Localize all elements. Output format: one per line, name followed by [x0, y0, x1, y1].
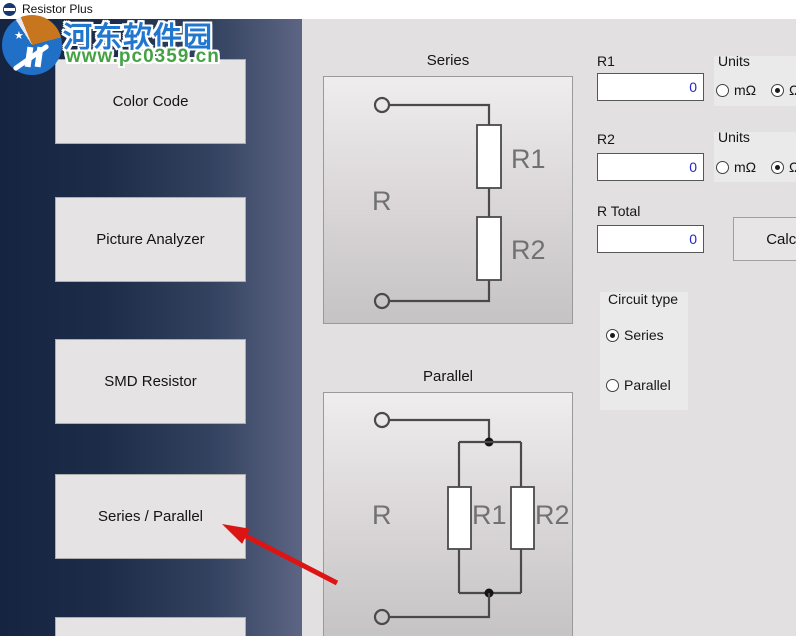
radio-label: Ω — [789, 82, 796, 98]
parallel-diagram: R R1 R2 — [323, 392, 573, 636]
resistor-r1-symbol — [476, 124, 502, 189]
sidebar-item-label: Color Code — [112, 93, 189, 110]
sidebar-item-5[interactable] — [55, 617, 246, 636]
r-total-label: R Total — [597, 203, 641, 219]
circuit-type-parallel-radio[interactable]: Parallel — [606, 377, 671, 393]
circuit-type-label: Circuit type — [608, 291, 679, 307]
sidebar-item-label: SMD Resistor — [104, 373, 197, 390]
r2-units-mohm-radio[interactable]: mΩ — [716, 159, 756, 175]
r-total-input[interactable] — [597, 225, 704, 253]
radio-circle[interactable] — [771, 83, 784, 97]
radio-label: mΩ — [734, 159, 757, 175]
radio-circle[interactable] — [771, 160, 784, 174]
radio-circle[interactable] — [716, 160, 729, 174]
terminal-icon — [373, 608, 391, 626]
radio-label: mΩ — [734, 82, 757, 98]
parallel-r2-label: R2 — [535, 500, 570, 530]
radio-label: Parallel — [624, 377, 671, 393]
series-diagram-title: Series — [426, 52, 470, 69]
series-diagram: R R1 R2 — [323, 76, 573, 324]
radio-label: Series — [624, 327, 664, 343]
r2-units-label: Units — [718, 129, 750, 145]
terminal-icon — [373, 96, 391, 114]
resistor-r2-symbol — [476, 216, 502, 281]
circuit-type-series-radio[interactable]: Series — [606, 327, 664, 343]
sidebar-item-label: Series / Parallel — [97, 508, 204, 525]
r2-label: R2 — [597, 131, 615, 147]
r2-units-ohm-radio[interactable]: Ω — [771, 159, 796, 175]
app-icon — [3, 3, 16, 16]
window-title: Resistor Plus — [22, 2, 93, 16]
series-r1-label: R1 — [511, 144, 546, 174]
r1-units-label: Units — [718, 53, 750, 69]
parallel-r1-label: R1 — [472, 500, 507, 530]
parallel-diagram-title: Parallel — [422, 368, 474, 385]
sidebar-item-picture-analyzer[interactable]: Picture Analyzer — [55, 197, 246, 282]
sidebar-item-series-parallel[interactable]: Series / Parallel — [55, 474, 246, 559]
title-bar: Resistor Plus — [0, 0, 796, 19]
r1-units-group — [714, 56, 796, 106]
r1-label: R1 — [597, 53, 615, 69]
r1-units-ohm-radio[interactable]: Ω — [771, 82, 796, 98]
radio-circle[interactable] — [606, 378, 619, 392]
series-circuit-drawing: R R1 R2 — [372, 96, 546, 310]
resistor-r1-symbol — [447, 486, 472, 550]
resistor-r2-symbol — [510, 486, 535, 550]
radio-circle[interactable] — [716, 83, 729, 97]
sidebar-item-label: Picture Analyzer — [96, 231, 205, 248]
r1-input[interactable] — [597, 73, 704, 101]
r2-units-group — [714, 132, 796, 182]
parallel-circuit-drawing: R R1 R2 — [372, 411, 570, 626]
sidebar-item-smd-resistor[interactable]: SMD Resistor — [55, 339, 246, 424]
radio-label: Ω — [789, 159, 796, 175]
parallel-r-label: R — [372, 500, 392, 530]
sidebar-item-color-code[interactable]: Color Code — [55, 59, 246, 144]
r1-units-mohm-radio[interactable]: mΩ — [716, 82, 756, 98]
terminal-icon — [373, 292, 391, 310]
r2-input[interactable] — [597, 153, 704, 181]
series-r2-label: R2 — [511, 235, 546, 265]
sidebar: Color Code Picture Analyzer SMD Resistor… — [0, 19, 302, 636]
series-r-label: R — [372, 186, 392, 216]
terminal-icon — [373, 411, 391, 429]
radio-circle[interactable] — [606, 328, 619, 342]
calculate-button[interactable]: Calculate — [733, 217, 796, 261]
